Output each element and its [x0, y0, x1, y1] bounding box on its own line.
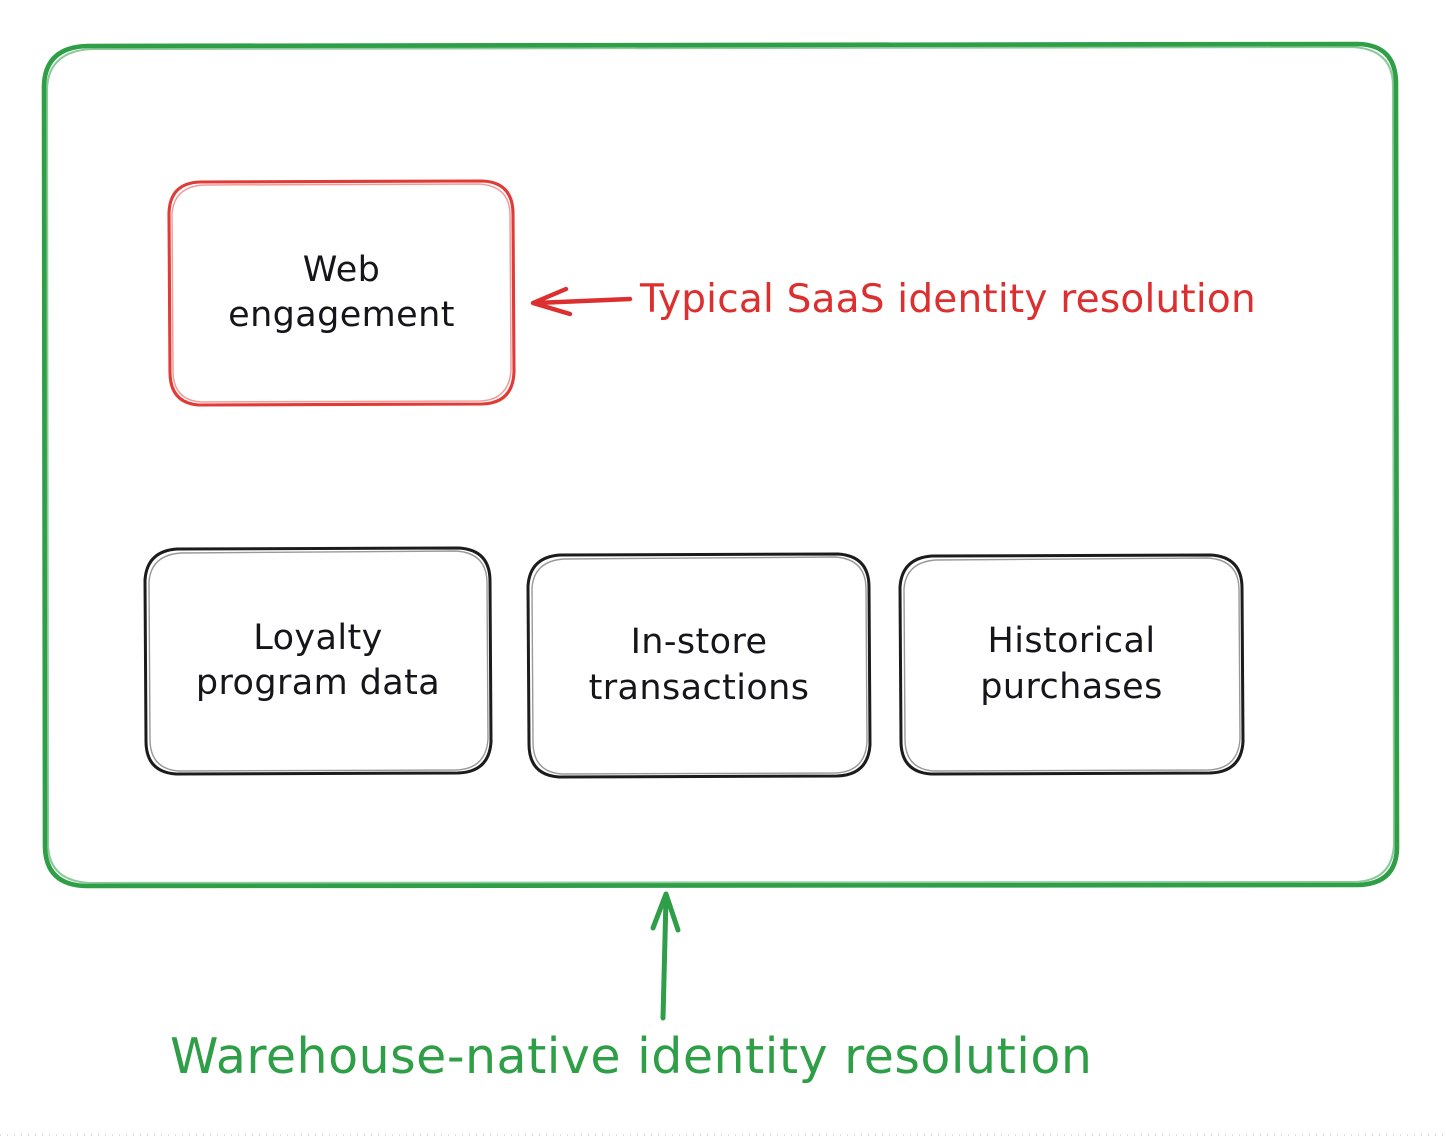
annotation-warehouse-native-identity-resolution: Warehouse-native identity resolution	[170, 1028, 1093, 1085]
green-arrow-head	[650, 891, 681, 933]
node-loyalty-program-data-shape[interactable]	[143, 546, 493, 776]
in-store-border	[526, 552, 872, 779]
historical-border-echo	[903, 557, 1241, 772]
annotation-typical-saas-identity-resolution: Typical SaaS identity resolution	[640, 277, 1256, 322]
up-arrow-icon	[650, 891, 681, 1021]
node-web-engagement-shape[interactable]	[167, 179, 516, 407]
web-engagement-border-echo	[171, 183, 512, 403]
left-arrow-icon	[530, 286, 633, 317]
red-arrow-head	[530, 286, 573, 317]
container-outline-sketch-echo	[45, 45, 1396, 885]
container-outline-primary	[41, 41, 1400, 889]
node-historical-purchases-shape[interactable]	[898, 553, 1245, 776]
red-arrow-shaft	[533, 296, 633, 306]
node-in-store-transactions-shape[interactable]	[526, 552, 872, 779]
historical-border	[898, 553, 1245, 776]
data-warehouse-container	[41, 41, 1400, 889]
web-engagement-border	[167, 179, 516, 407]
loyalty-border	[143, 546, 493, 776]
green-arrow-shaft	[660, 895, 669, 1021]
in-store-border-echo	[531, 556, 868, 775]
loyalty-border-echo	[148, 550, 489, 772]
